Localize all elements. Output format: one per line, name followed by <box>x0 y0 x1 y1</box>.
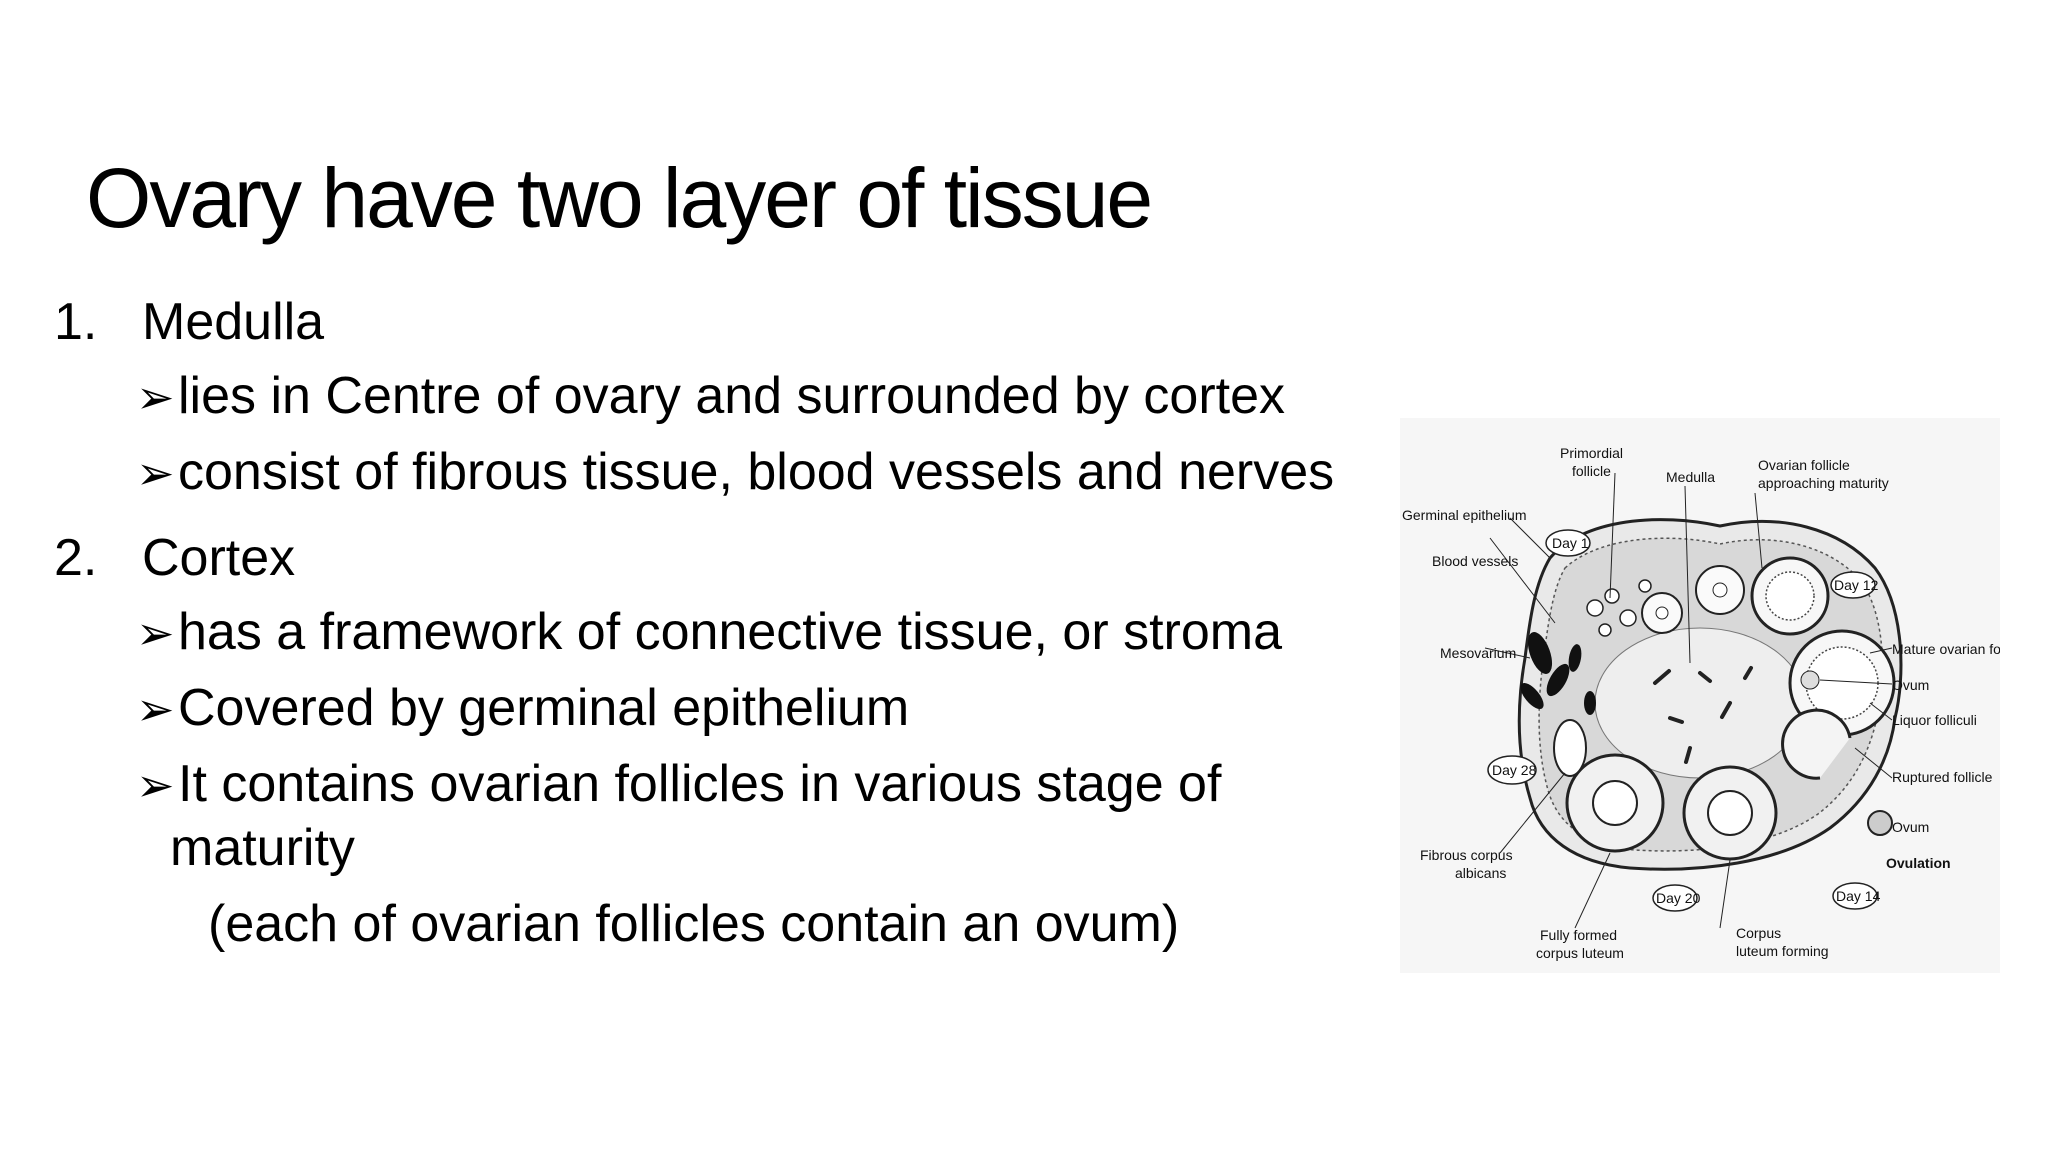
bullet-text: Covered by germinal epithelium <box>178 679 910 737</box>
bullet-item: ➢lies in Centre of ovary and surrounded … <box>136 364 1285 429</box>
label-fibrous-2: albicans <box>1455 865 1506 881</box>
bullet-item: ➢consist of fibrous tissue, blood vessel… <box>136 440 1334 505</box>
label-primordial-1: Primordial <box>1560 445 1623 461</box>
label-day14: Day 14 <box>1836 888 1881 904</box>
label-day12: Day 12 <box>1834 577 1879 593</box>
growing-follicles <box>1641 565 1745 634</box>
arrow-bullet-icon: ➢ <box>136 759 175 811</box>
section-heading: Cortex <box>142 529 296 587</box>
label-fully-formed-1: Fully formed <box>1540 927 1617 943</box>
section-number: 1. <box>54 293 98 351</box>
label-mature-follicle: Mature ovarian follicle <box>1892 641 2000 657</box>
bullet-text: has a framework of connective tissue, or… <box>178 603 1283 661</box>
label-mesovarium: Mesovarium <box>1440 645 1516 661</box>
label-ovum-2: Ovum <box>1892 819 1929 835</box>
day-markers <box>1487 529 1878 912</box>
label-fully-formed-2: corpus luteum <box>1536 945 1624 961</box>
bullet-item: ➢It contains ovarian follicles in variou… <box>136 752 1221 817</box>
primordial-follicles <box>1586 579 1652 637</box>
bullet-text: lies in Centre of ovary and surrounded b… <box>178 367 1286 425</box>
section-number: 2. <box>54 529 98 587</box>
corpus-luteum <box>1565 753 1778 861</box>
label-medulla: Medulla <box>1666 469 1715 485</box>
label-blood-vessels: Blood vessels <box>1432 553 1518 569</box>
leader-lines <box>1484 472 1893 929</box>
arrow-bullet-icon: ➢ <box>136 683 175 735</box>
label-corpus-1: Corpus <box>1736 925 1781 941</box>
label-day1: Day 1 <box>1552 535 1589 551</box>
label-primordial-2: follicle <box>1572 463 1611 479</box>
bullet-item: ➢Covered by germinal epithelium <box>136 676 909 741</box>
medulla-vessels <box>1653 666 1753 764</box>
follicle-note: (each of ovarian follicles contain an ov… <box>208 895 1180 953</box>
bullet-text: It contains ovarian follicles in various… <box>178 755 1222 813</box>
label-germinal-epithelium: Germinal epithelium <box>1402 507 1527 523</box>
section-cortex-heading: 2. Cortex <box>54 526 295 590</box>
corpus-albicans <box>1553 719 1587 777</box>
label-corpus-2: luteum forming <box>1736 943 1829 959</box>
arrow-bullet-icon: ➢ <box>136 371 175 423</box>
bullet-continuation: maturity <box>170 819 355 877</box>
label-fibrous-1: Fibrous corpus <box>1420 847 1513 863</box>
bullet-text: consist of fibrous tissue, blood vessels… <box>178 443 1335 501</box>
arrow-bullet-icon: ➢ <box>136 447 175 499</box>
section-medulla-heading: 1. Medulla <box>54 290 324 354</box>
arrow-bullet-icon: ➢ <box>136 607 175 659</box>
label-ruptured-follicle: Ruptured follicle <box>1892 769 1993 785</box>
ovary-diagram: Primordial follicle Medulla Ovarian foll… <box>1400 418 2000 973</box>
label-ovulation: Ovulation <box>1886 855 1951 871</box>
approaching-follicle <box>1750 556 1830 636</box>
section-heading: Medulla <box>142 293 325 351</box>
label-ovum-1: Ovum <box>1892 677 1929 693</box>
blood-vessels <box>1520 632 1596 715</box>
label-liquor-folliculi: Liquor folliculi <box>1892 712 1977 728</box>
label-day20: Day 20 <box>1656 890 1701 906</box>
bullet-item: ➢has a framework of connective tissue, o… <box>136 600 1282 665</box>
label-approaching-2: approaching maturity <box>1758 475 1889 491</box>
slide-title: Ovary have two layer of tissue <box>86 151 1153 245</box>
ovary-diagram-svg: Primordial follicle Medulla Ovarian foll… <box>1402 445 2000 961</box>
label-approaching-1: Ovarian follicle <box>1758 457 1850 473</box>
ruptured-follicle <box>1781 708 1893 836</box>
label-day28: Day 28 <box>1492 762 1537 778</box>
